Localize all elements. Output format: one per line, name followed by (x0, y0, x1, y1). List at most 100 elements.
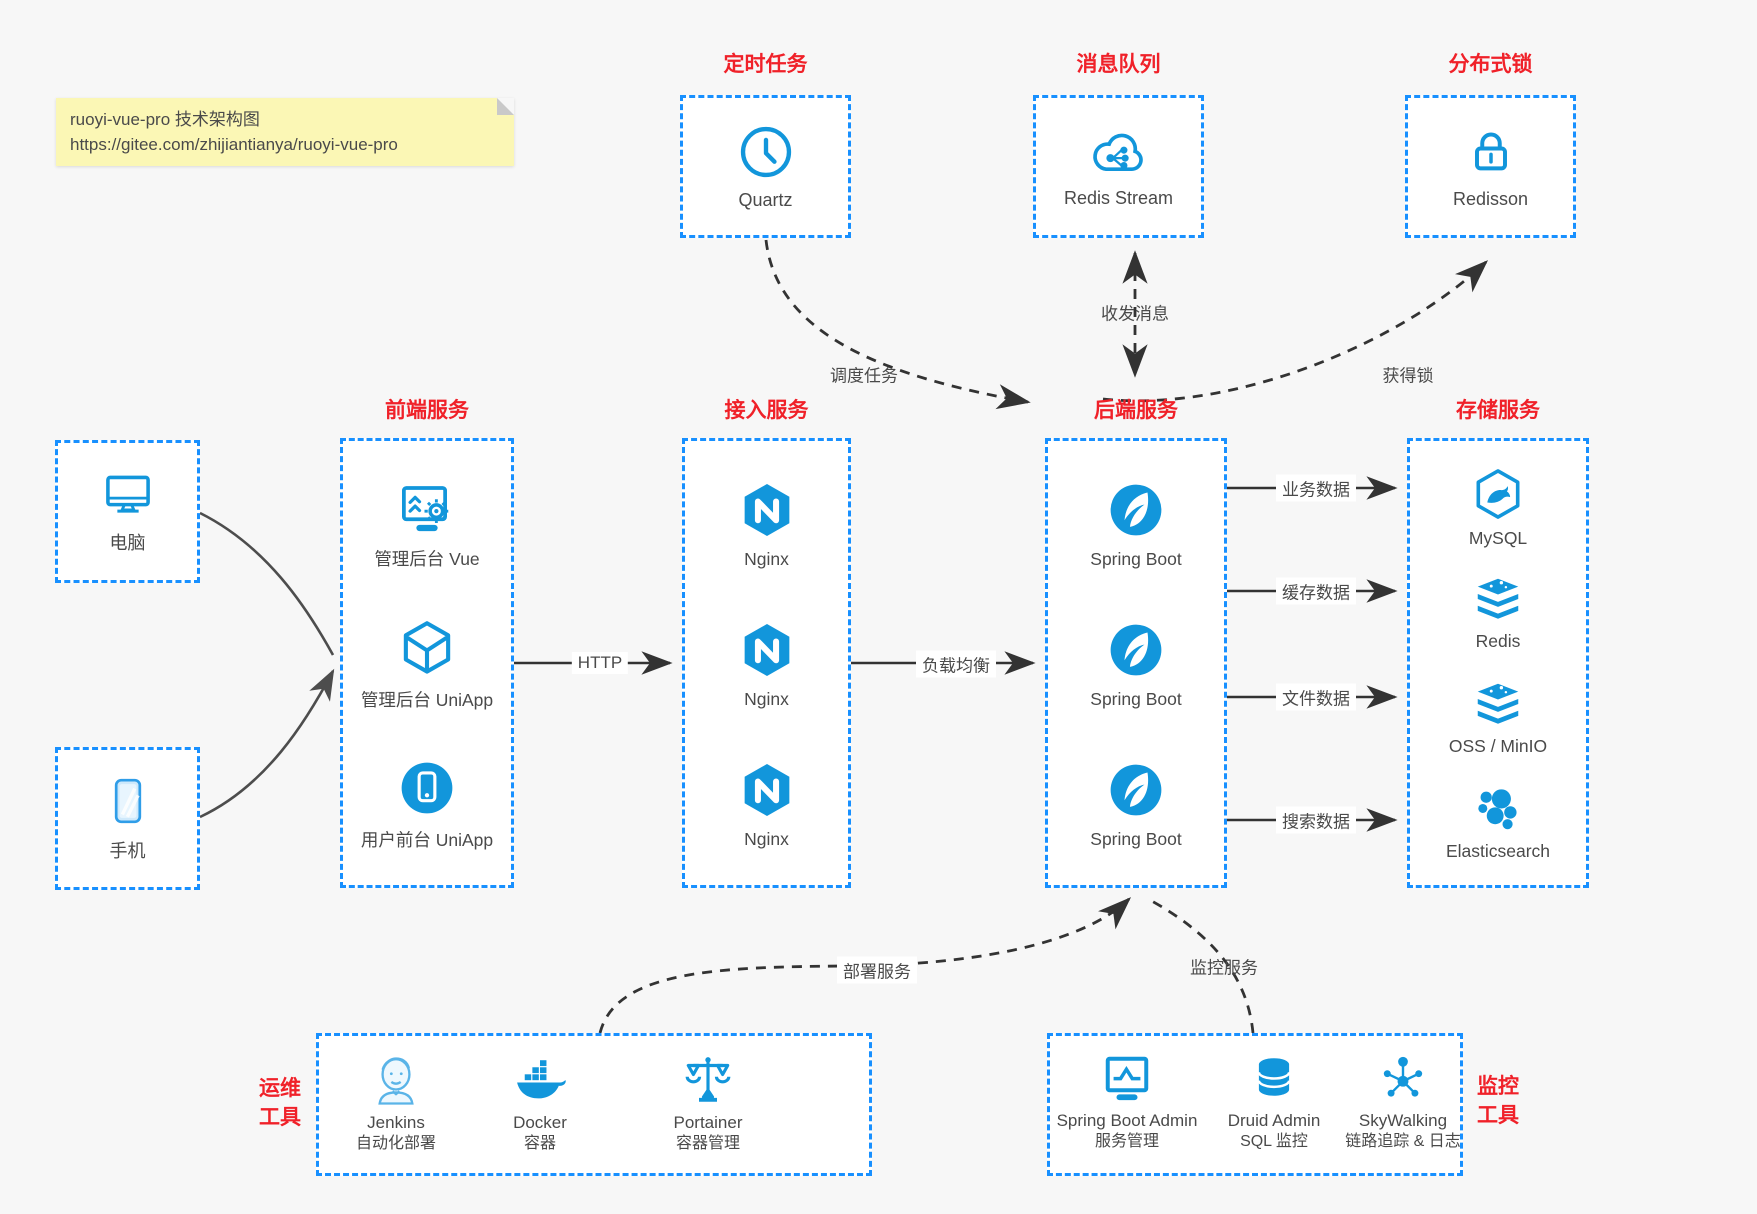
node-label: 电脑 (109, 533, 146, 553)
node-label: Elasticsearch (1445, 840, 1551, 861)
portainer-scales-icon (685, 1057, 731, 1102)
node-springboot-3: Spring Boot (1048, 735, 1224, 875)
edge-label-search-data: 搜索数据 (1276, 806, 1356, 834)
node-mysql: MySQL (1410, 455, 1586, 560)
note-fold-corner (497, 98, 514, 115)
tool-desc: SQL 监控 (1240, 1133, 1308, 1150)
node-pc: 电脑 (55, 440, 200, 583)
clock-icon (740, 126, 791, 177)
group-storage-services: MySQL Redis OSS / Mi (1407, 438, 1589, 888)
node-redis-stream: Redis Stream (1033, 95, 1204, 238)
note-title: ruoyi-vue-pro 技术架构图 (70, 110, 260, 129)
admin-vue-icon (402, 485, 449, 531)
node-label: Spring Boot (1090, 828, 1182, 849)
user-app-icon (401, 762, 453, 813)
title-gateway-services: 接入服务 (724, 399, 809, 422)
node-druid-admin: Druid Admin SQL 监控 (1199, 1052, 1349, 1152)
oss-stack-icon (1477, 683, 1519, 724)
tool-desc: 链路追踪 & 日志 (1345, 1133, 1461, 1150)
group-monitoring-tools: Spring Boot Admin 服务管理 Druid Admin SQL 监… (1047, 1033, 1463, 1176)
node-redisson: Redisson (1405, 95, 1576, 238)
node-elasticsearch: Elasticsearch (1410, 770, 1586, 875)
node-label: Spring Boot (1090, 548, 1182, 569)
nginx-icon (744, 483, 789, 536)
node-mobile: 手机 (55, 747, 200, 890)
uniapp-cube-icon (403, 620, 451, 674)
skywalking-topology-icon (1383, 1056, 1423, 1097)
node-spring-boot-admin: Spring Boot Admin 服务管理 (1052, 1052, 1202, 1152)
note-url: https://gitee.com/zhijiantianya/ruoyi-vu… (70, 135, 398, 154)
redis-stack-icon (1477, 578, 1519, 619)
node-label: Redisson (1452, 188, 1529, 209)
elasticsearch-icon (1478, 788, 1517, 829)
spring-boot-admin-icon (1105, 1056, 1149, 1101)
node-label: MySQL (1468, 527, 1528, 548)
node-label: OSS / MinIO (1448, 735, 1548, 756)
node-admin-uniapp: 管理后台 UniApp (343, 595, 511, 735)
node-springboot-2: Spring Boot (1048, 595, 1224, 735)
node-label: Redis (1475, 630, 1521, 651)
node-label: 管理后台 UniApp (360, 689, 494, 710)
edge-label-load-balance: 负载均衡 (916, 650, 996, 678)
lock-icon (1474, 132, 1507, 170)
edge-phone-to-frontend (199, 668, 335, 819)
node-docker: Docker 容器 (465, 1052, 615, 1154)
node-user-uniapp: 用户前台 UniApp (343, 735, 511, 875)
druid-database-icon (1257, 1058, 1291, 1096)
phone-icon (114, 778, 141, 824)
sticky-note: ruoyi-vue-pro 技术架构图 https://gitee.com/zh… (56, 98, 514, 166)
spring-boot-icon (1110, 624, 1162, 675)
edge-pc-to-frontend (199, 511, 335, 656)
label-ops-tools: 运维 工具 (259, 1077, 301, 1129)
edge-label-cache-data: 缓存数据 (1276, 577, 1356, 605)
cloud-stream-icon (1092, 133, 1143, 171)
title-backend-services: 后端服务 (1094, 399, 1178, 422)
docker-icon (517, 1060, 566, 1099)
group-frontend-services: 管理后台 Vue 管理后台 UniApp 用户前台 UniApp (340, 438, 514, 888)
node-label: Spring Boot (1090, 688, 1182, 709)
node-springboot-1: Spring Boot (1048, 455, 1224, 595)
node-label: Quartz (738, 189, 793, 210)
label-monitoring-tools: 监控 工具 (1477, 1075, 1519, 1127)
edge-label-http: HTTP (571, 652, 629, 674)
tool-desc: 容器 (523, 1135, 556, 1152)
title-distributed-lock: 分布式锁 (1448, 53, 1533, 76)
node-nginx-2: Nginx (685, 595, 848, 735)
edge-label-file-data: 文件数据 (1276, 683, 1356, 711)
node-label: Redis Stream (1063, 187, 1174, 208)
nginx-icon (744, 623, 789, 676)
tool-name: Portainer (673, 1113, 743, 1132)
node-nginx-1: Nginx (685, 455, 848, 595)
node-skywalking: SkyWalking 链路追踪 & 日志 (1323, 1052, 1483, 1152)
edge-label-business-data: 业务数据 (1276, 474, 1356, 502)
tool-name: Docker (513, 1113, 567, 1132)
tool-desc: 容器管理 (675, 1135, 740, 1152)
title-scheduled-jobs: 定时任务 (723, 53, 808, 76)
mysql-icon (1476, 468, 1520, 519)
node-portainer: Portainer 容器管理 (633, 1052, 783, 1154)
desktop-icon (105, 475, 150, 513)
edge-label-deploy-service: 部署服务 (837, 956, 917, 984)
node-label: Nginx (744, 828, 789, 849)
tool-name: Druid Admin (1227, 1111, 1321, 1130)
node-quartz: Quartz (680, 95, 851, 238)
node-label: Nginx (744, 688, 789, 709)
tool-name: Jenkins (367, 1113, 425, 1132)
spring-boot-icon (1110, 764, 1162, 815)
nginx-icon (744, 763, 789, 816)
node-label: 用户前台 UniApp (360, 829, 494, 850)
group-backend-services: Spring Boot Spring Boot Spring Boot (1045, 438, 1227, 888)
group-ops-tools: Jenkins 自动化部署 Docker 容器 (316, 1033, 872, 1176)
node-admin-vue: 管理后台 Vue (343, 455, 511, 595)
title-message-queue: 消息队列 (1076, 53, 1161, 76)
tool-desc: 服务管理 (1094, 1133, 1159, 1150)
edge-label-schedule-task: 调度任务 (830, 366, 898, 386)
tool-name: SkyWalking (1358, 1111, 1448, 1130)
group-gateway-services: Nginx Nginx Nginx (682, 438, 851, 888)
node-oss-minio: OSS / MinIO (1410, 665, 1586, 770)
jenkins-icon (378, 1057, 414, 1105)
node-label: 手机 (109, 841, 146, 861)
edge-label-send-receive-message: 收发消息 (1101, 304, 1169, 324)
title-storage-services: 存储服务 (1456, 399, 1540, 422)
